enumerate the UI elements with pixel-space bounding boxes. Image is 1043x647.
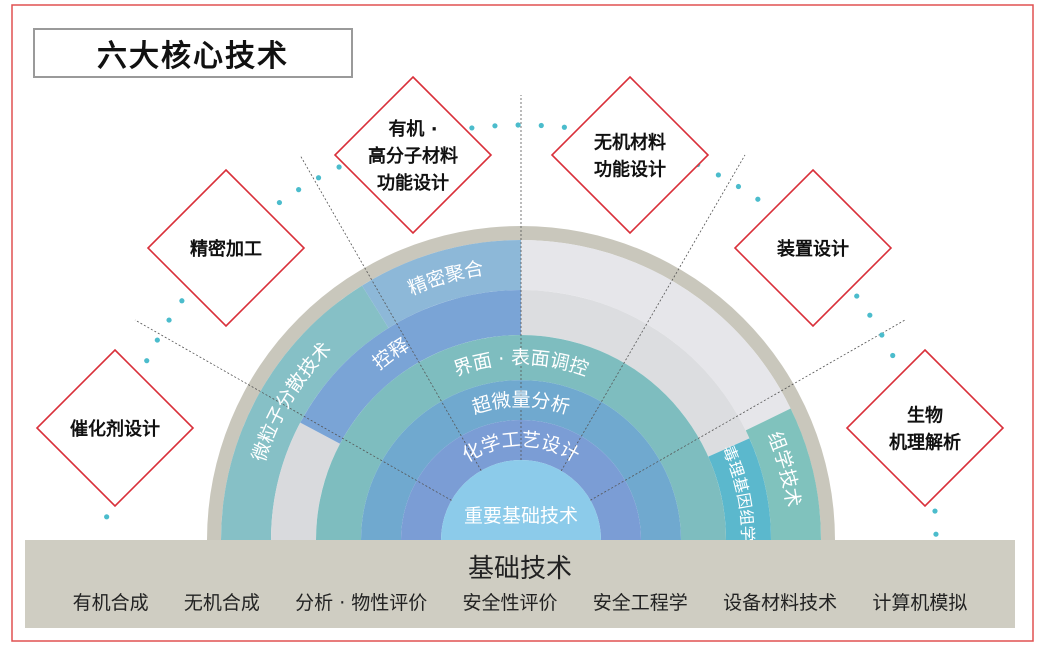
core-technology-label: 机理解析 xyxy=(889,432,961,454)
dot xyxy=(890,352,896,359)
dot xyxy=(561,124,567,130)
core-technology-label: 装置设计 xyxy=(777,238,849,260)
ring-interface xyxy=(316,335,726,540)
ring-omics xyxy=(745,408,821,540)
dot xyxy=(933,531,939,537)
ring-gray xyxy=(521,290,750,457)
core-technology-label: 功能设计 xyxy=(594,159,666,181)
base-title: 基础技术 xyxy=(467,554,572,584)
dot xyxy=(538,122,544,129)
dot xyxy=(854,293,860,299)
dot xyxy=(104,514,110,520)
ring-label-core: 重要基础技术 xyxy=(464,505,578,527)
core-technology-diamond: 精密加工 xyxy=(146,168,306,328)
dot xyxy=(755,196,761,202)
core-technology-diamond: 装置设计 xyxy=(733,168,893,328)
dot xyxy=(867,312,873,318)
base-item: 设备材料技术 xyxy=(723,592,838,614)
dot xyxy=(166,317,172,323)
radial-divider xyxy=(134,319,452,501)
dot xyxy=(315,175,322,181)
dot xyxy=(932,508,938,514)
ring-core xyxy=(441,460,601,540)
dot xyxy=(144,358,150,364)
ring-precision-polymerization xyxy=(362,240,521,328)
ring-microparticle xyxy=(221,285,389,540)
base-technologies-bar: 基础技术 有机合成 无机合成 分析 · 物性评价 安全性评价 安全工程学 设备材… xyxy=(25,540,1015,628)
core-technology-label: 催化剂设计 xyxy=(70,418,160,440)
core-technology-label: 生物 xyxy=(907,405,943,427)
radial-divider xyxy=(299,154,482,471)
core-technology-label: 无机材料 xyxy=(594,132,666,154)
base-item: 安全工程学 xyxy=(592,592,688,614)
base-item: 计算机模拟 xyxy=(872,592,968,614)
dot xyxy=(469,125,475,131)
ring-gray xyxy=(271,422,340,540)
dot xyxy=(715,172,721,178)
ring-chem-process xyxy=(401,420,641,540)
dot xyxy=(179,298,185,304)
radial-divider xyxy=(590,319,906,501)
radial-divider xyxy=(560,154,746,472)
core-technology-diamond: 催化剂设计 xyxy=(35,348,195,508)
dot xyxy=(336,164,342,170)
dot xyxy=(276,199,283,206)
page-title: 六大核心技术 xyxy=(33,28,353,78)
dot xyxy=(735,183,742,190)
ring-toxicogenomics xyxy=(708,438,771,540)
base-item: 有机合成 xyxy=(72,592,149,614)
base-item: 安全性评价 xyxy=(462,592,558,614)
core-technology-label: 高分子材料 xyxy=(368,145,458,167)
base-item: 分析 · 物性评价 xyxy=(295,592,428,614)
ring-gray xyxy=(521,240,791,431)
frame xyxy=(11,4,1034,642)
ring-controlled-release xyxy=(300,290,521,444)
dot xyxy=(879,332,885,338)
dot xyxy=(154,337,160,343)
ring-ultra-trace xyxy=(361,380,681,540)
dot xyxy=(515,122,521,128)
core-technology-label: 精密加工 xyxy=(190,238,262,260)
base-item: 无机合成 xyxy=(183,592,260,614)
dot xyxy=(296,187,302,193)
core-technology-label: 有机 · xyxy=(388,118,437,140)
core-technology-label: 功能设计 xyxy=(377,172,449,194)
dot xyxy=(492,123,498,129)
